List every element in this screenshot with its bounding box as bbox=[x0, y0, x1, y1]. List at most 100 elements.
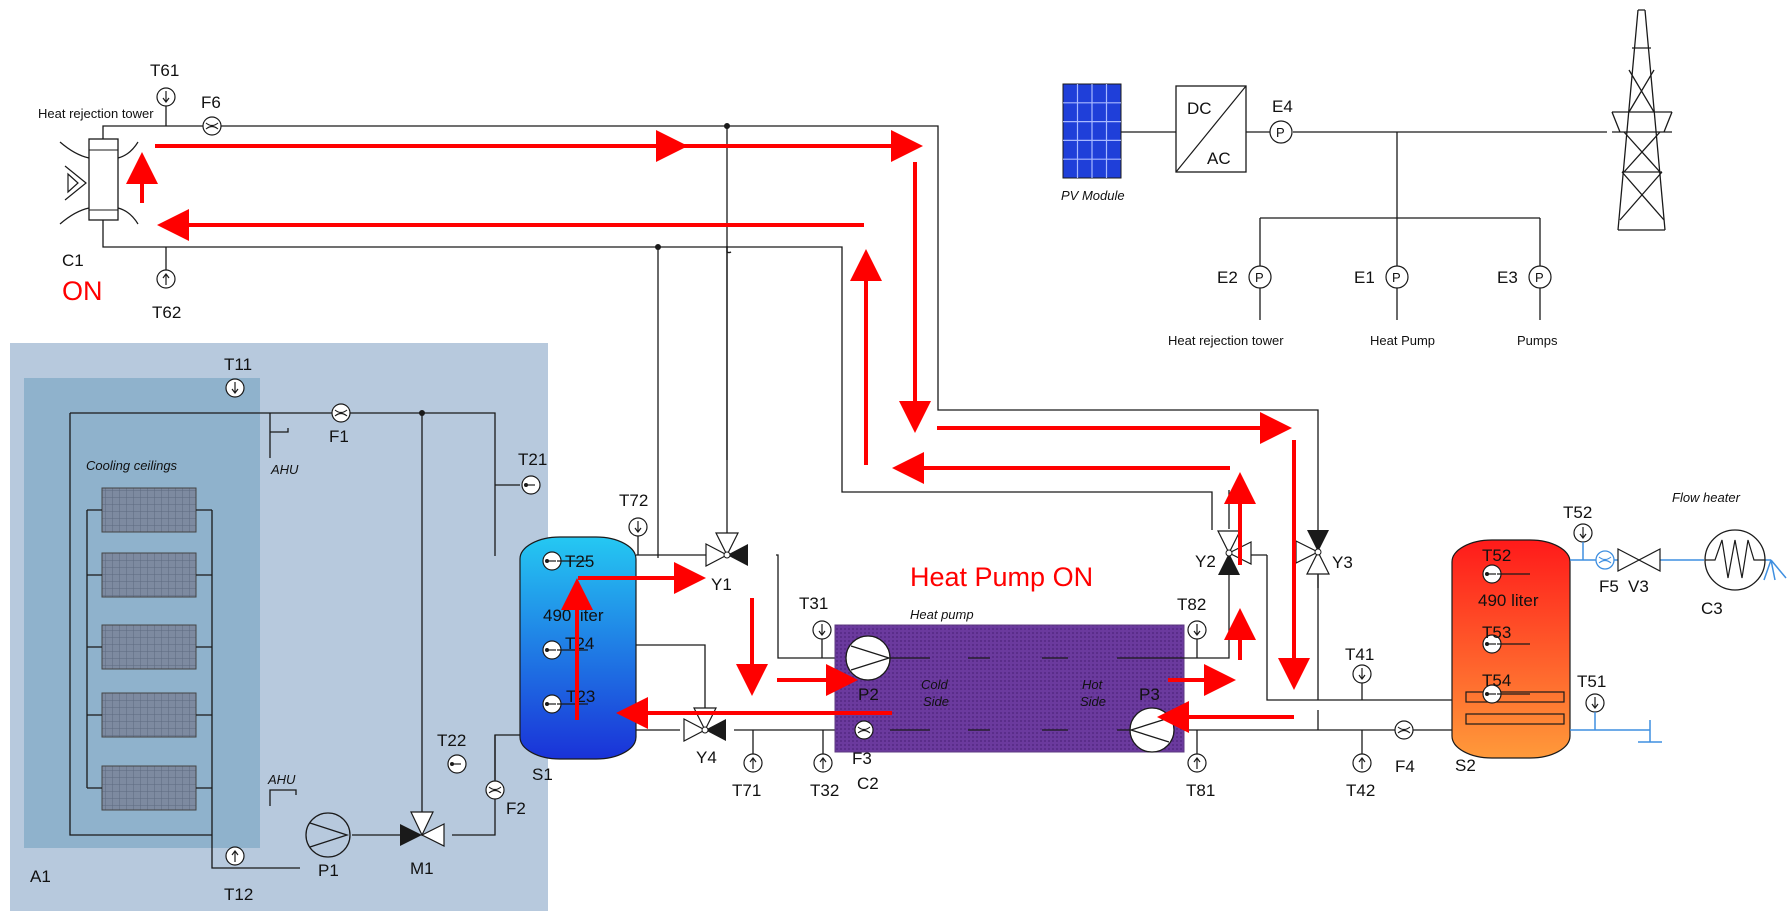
sensor-t21-label: T21 bbox=[518, 450, 547, 469]
sensor-t31-label: T31 bbox=[799, 594, 828, 613]
inverter-ac-label: AC bbox=[1207, 149, 1231, 168]
meter-e3-symbol: P bbox=[1535, 270, 1544, 285]
valve-y3-label: Y3 bbox=[1332, 553, 1353, 572]
sensor-t12-icon bbox=[225, 846, 245, 866]
valve-y1-icon bbox=[705, 532, 748, 567]
sensor-t81-label: T81 bbox=[1186, 781, 1215, 800]
inverter-icon bbox=[1175, 85, 1247, 173]
flowmeter-f4-icon bbox=[1394, 720, 1414, 740]
sensor-t11-icon bbox=[225, 378, 245, 398]
sensor-t52-label: T52 bbox=[1563, 503, 1592, 522]
sensor-t72-label: T72 bbox=[619, 491, 648, 510]
ceiling-panel bbox=[101, 487, 197, 533]
heat-pump-status: Heat Pump ON bbox=[910, 562, 1093, 592]
meter-e2-label: E2 bbox=[1217, 268, 1238, 287]
ceiling-panel bbox=[101, 692, 197, 738]
power-pylon-icon bbox=[1611, 9, 1673, 231]
tank-s2-volume: 490 liter bbox=[1478, 591, 1539, 610]
tower-status: ON bbox=[62, 276, 103, 306]
pv-module-label: PV Module bbox=[1061, 188, 1125, 203]
meter-e4-symbol: P bbox=[1276, 125, 1285, 140]
sensor-t51-label: T51 bbox=[1577, 672, 1606, 691]
meter-e4-label: E4 bbox=[1272, 97, 1293, 116]
ceiling-piping bbox=[69, 412, 520, 869]
flowmeter-f6-icon bbox=[202, 116, 222, 136]
flowmeter-f3-label: F3 bbox=[852, 749, 872, 768]
sensor-t62-label: T62 bbox=[152, 303, 181, 322]
ahu-label-bottom: AHU bbox=[267, 772, 296, 787]
inverter-dc-label: DC bbox=[1187, 99, 1212, 118]
flowmeter-f6-label: F6 bbox=[201, 93, 221, 112]
pump-p2-icon bbox=[845, 635, 892, 681]
sensor-t22-icon bbox=[447, 754, 467, 774]
sensor-t25-label: T25 bbox=[565, 552, 594, 571]
sensor-t12-label: T12 bbox=[224, 885, 253, 904]
sensor-t52-icon bbox=[1573, 523, 1593, 543]
valve-y3-icon bbox=[1295, 530, 1330, 575]
cold-side-label-2: Side bbox=[923, 694, 949, 709]
pump-p1-icon bbox=[305, 812, 351, 858]
ceiling-panel bbox=[101, 552, 197, 598]
cooling-ceilings-label: Cooling ceilings bbox=[86, 458, 178, 473]
pipe-junction bbox=[655, 244, 661, 250]
meter-e2-caption: Heat rejection tower bbox=[1168, 333, 1284, 348]
flow-heater-icon bbox=[1704, 529, 1766, 591]
flowmeter-f1-icon bbox=[331, 403, 351, 423]
sensor-t71-label: T71 bbox=[732, 781, 761, 800]
ceiling-panel bbox=[101, 624, 197, 670]
sensor-t61-label: T61 bbox=[150, 61, 179, 80]
sensor-t53-label: T53 bbox=[1482, 623, 1511, 642]
flowmeter-f5-label: F5 bbox=[1599, 577, 1619, 596]
sensor-t11-label: T11 bbox=[224, 355, 252, 374]
sensor-t23-label: T23 bbox=[566, 687, 595, 706]
pump-p1-label: P1 bbox=[318, 861, 339, 880]
sensor-t32-icon bbox=[813, 753, 833, 773]
meter-e1-label: E1 bbox=[1354, 268, 1375, 287]
meter-e1-symbol: P bbox=[1392, 270, 1401, 285]
valve-m1-label: M1 bbox=[410, 859, 434, 878]
pump-p3-icon bbox=[1128, 707, 1175, 753]
ahu-label-top: AHU bbox=[270, 462, 299, 477]
cold-loop-piping bbox=[636, 125, 845, 731]
heat-pump-c2-label: C2 bbox=[857, 774, 879, 793]
flow-heater-c3-label: C3 bbox=[1701, 599, 1723, 618]
valve-y4-label: Y4 bbox=[696, 748, 717, 767]
tank-s1-label: S1 bbox=[532, 765, 553, 784]
ceiling-panel bbox=[101, 765, 197, 811]
sensor-t24-label: T24 bbox=[565, 634, 594, 653]
sensor-t54-label: T54 bbox=[1482, 671, 1511, 690]
pipe-junction bbox=[419, 410, 425, 416]
valve-v3-label: V3 bbox=[1628, 577, 1649, 596]
pv-module-icon bbox=[1062, 83, 1122, 179]
heat-pump-internal-lines bbox=[890, 657, 1184, 731]
valve-y2-icon bbox=[1217, 530, 1252, 575]
electrical-wiring bbox=[1121, 131, 1607, 320]
sensor-t32-label: T32 bbox=[810, 781, 839, 800]
pump-p2-label: P2 bbox=[858, 685, 879, 704]
flowmeter-f3-icon bbox=[854, 720, 874, 740]
hot-side-label-1: Hot bbox=[1082, 677, 1104, 692]
flowmeter-f2-label: F2 bbox=[506, 799, 526, 818]
valve-y2-label: Y2 bbox=[1195, 552, 1216, 571]
sensor-t82-icon bbox=[1187, 620, 1207, 640]
valve-y1-label: Y1 bbox=[711, 575, 732, 594]
sensor-t41-label: T41 bbox=[1345, 645, 1374, 664]
sensor-t41-icon bbox=[1352, 664, 1372, 684]
flowmeter-f1-label: F1 bbox=[329, 427, 349, 446]
sensor-t22-label: T22 bbox=[437, 731, 466, 750]
valve-v3-icon bbox=[1617, 548, 1661, 572]
cooling-ceiling-panels bbox=[101, 487, 197, 811]
meter-e3-caption: Pumps bbox=[1517, 333, 1558, 348]
tower-c1-label: C1 bbox=[62, 251, 84, 270]
sensor-t42-label: T42 bbox=[1346, 781, 1375, 800]
valve-m1-icon bbox=[400, 811, 445, 847]
sensor-t42-icon bbox=[1352, 753, 1372, 773]
sensor-t52-internal-label: T52 bbox=[1482, 546, 1511, 565]
meter-e2-symbol: P bbox=[1255, 270, 1264, 285]
zone-a1-label: A1 bbox=[30, 867, 51, 886]
heat-pump-c2 bbox=[834, 624, 1185, 753]
cold-side-label-1: Cold bbox=[921, 677, 949, 692]
flow-heater-label: Flow heater bbox=[1672, 490, 1741, 505]
sensor-t71-icon bbox=[743, 753, 763, 773]
